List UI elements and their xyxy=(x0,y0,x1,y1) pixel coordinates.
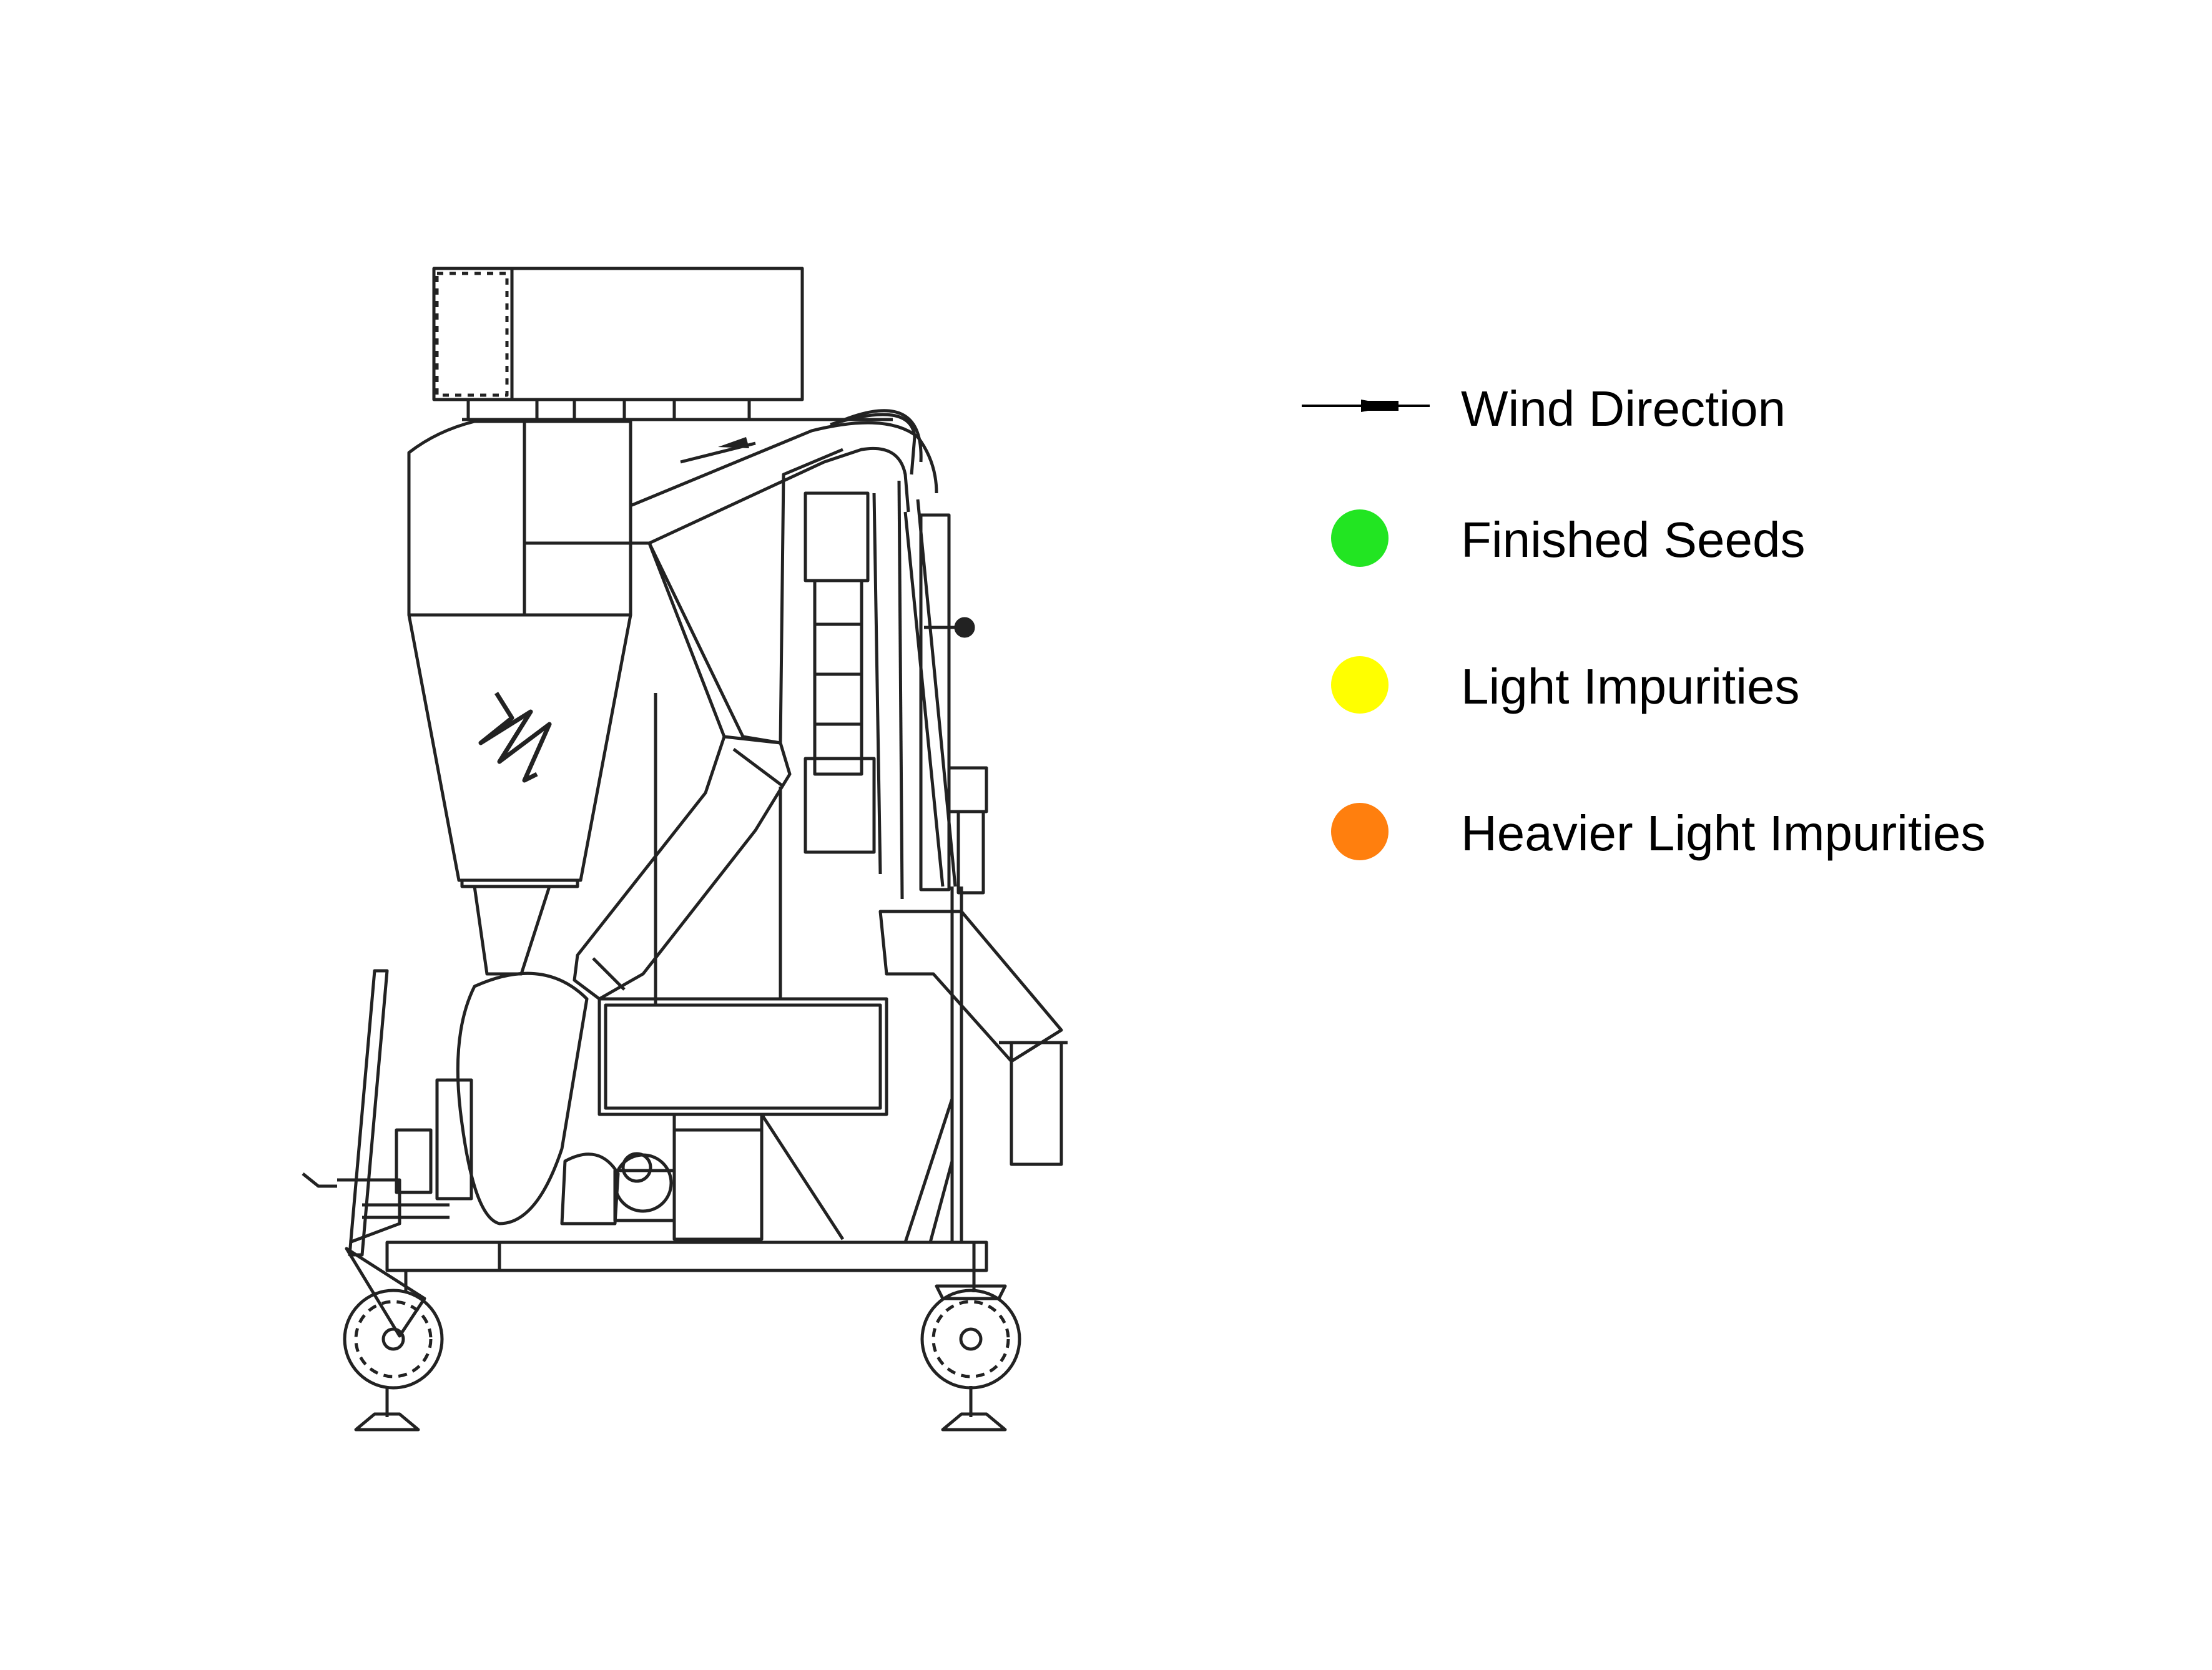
wind-arrow-icon xyxy=(1302,400,1430,412)
legend-label: Heavier Light Impurities xyxy=(1461,805,1986,861)
cyclone-cone xyxy=(407,613,632,882)
right-wheel xyxy=(920,1270,1021,1432)
top-box xyxy=(432,267,804,401)
base-frame xyxy=(385,1240,988,1272)
duct-wind-arrow xyxy=(680,437,756,464)
legend-label: Wind Direction xyxy=(1461,381,1786,436)
air-duct xyxy=(629,421,910,545)
output-spout xyxy=(1010,1041,1063,1166)
legend-item-finished-seeds: Finished Seeds xyxy=(1299,499,2173,574)
legend-item-light-impurities: Light Impurities xyxy=(1299,646,2173,721)
orange-dot-icon xyxy=(1331,803,1389,860)
motor xyxy=(613,1169,676,1222)
spring-icon xyxy=(478,692,552,783)
output-chute xyxy=(878,910,1063,1063)
handwheel-icon xyxy=(954,617,975,638)
lower-box xyxy=(597,997,888,1116)
green-dot-icon xyxy=(1331,509,1389,567)
legend-label: Finished Seeds xyxy=(1461,512,1806,567)
left-wheel xyxy=(343,1247,444,1432)
left-handle xyxy=(348,969,389,1257)
lower-hopper xyxy=(456,971,589,1225)
top-box-panel xyxy=(435,272,509,397)
legend-item-wind-direction: Wind Direction xyxy=(1299,368,2173,443)
curved-duct xyxy=(830,413,917,475)
legend-item-heavier-light-impurities: Heavier Light Impurities xyxy=(1299,793,2173,868)
separation-column xyxy=(804,491,870,582)
elbow-pipe xyxy=(573,735,792,1001)
legend-label: Light Impurities xyxy=(1461,659,1800,714)
cyclone-upper xyxy=(407,420,632,617)
machine-frame xyxy=(302,267,1068,1432)
yellow-dot-icon xyxy=(1331,656,1389,714)
